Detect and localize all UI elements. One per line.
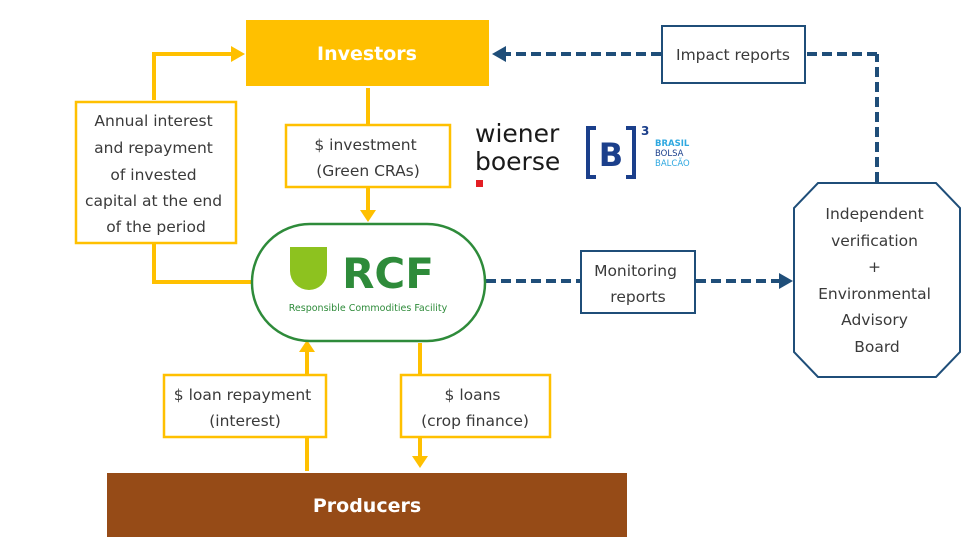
b3-line-bolsa: BOLSA: [655, 149, 684, 159]
annual-line-3: of invested: [110, 166, 196, 184]
b3-superscript: 3: [641, 124, 649, 138]
verification-node: Independent verification + Environmental…: [793, 182, 961, 378]
verification-line-6: Board: [854, 338, 900, 356]
annual-line-2: and repayment: [94, 139, 213, 157]
connector-verification-to-investors: [492, 46, 879, 182]
bracket-left-icon: [586, 126, 596, 179]
red-square-icon: [476, 180, 483, 187]
verification-line-1: Independent: [825, 205, 923, 223]
verification-line-2: verification: [831, 232, 918, 250]
verification-line-4: Environmental: [818, 285, 931, 303]
b3-line-brasil: BRASIL: [655, 139, 690, 149]
svg-text:Annual interest and repa: Annual interest and repayment of investe…: [85, 112, 227, 236]
monitoring-reports-box: Monitoring reports: [580, 250, 696, 314]
loan-repayment-box: $ loan repayment (interest): [162, 373, 328, 439]
connector-producers-to-rcf: [299, 340, 315, 471]
rcf-subtitle: Responsible Commodities Facility: [289, 303, 448, 314]
investment-box: $ investment (Green CRAs): [284, 123, 452, 189]
svg-text:$ loan repayment (intere: $ loan repayment (interest): [174, 386, 316, 430]
svg-text:Monitoring reports: Monitoring reports: [594, 262, 682, 306]
rcf-logo-text: RCF: [342, 249, 434, 298]
investors-node[interactable]: Investors: [246, 20, 489, 86]
svg-text:Independent verification: Independent verification + Environmental…: [818, 205, 936, 356]
annual-line-5: of the period: [106, 218, 206, 236]
investment-line-2: (Green CRAs): [316, 162, 420, 180]
investors-label: Investors: [317, 43, 417, 65]
wiener-boerse-line-2: boerse: [475, 147, 560, 176]
arrow-head-icon: [492, 46, 506, 62]
connector-rcf-to-annual: [152, 244, 251, 284]
annual-line-1: Annual interest: [94, 112, 212, 130]
loan-repayment-line-2: (interest): [209, 412, 281, 430]
svg-text:$ loans (crop finance): $ loans (crop finance): [421, 386, 529, 430]
wiener-boerse-logo: wiener boerse: [475, 119, 560, 187]
loan-repayment-line-1: $ loan repayment: [174, 386, 311, 404]
leaf-icon: [290, 247, 327, 290]
monitoring-line-2: reports: [610, 288, 665, 306]
bracket-right-icon: [626, 126, 636, 179]
verification-line-3: +: [868, 258, 881, 276]
b3-logo: B 3 BRASIL BOLSA BALCÃO: [586, 124, 690, 179]
loans-box: $ loans (crop finance): [399, 373, 552, 439]
monitoring-line-1: Monitoring: [594, 262, 677, 280]
annual-interest-box: Annual interest and repayment of investe…: [74, 100, 238, 245]
arrow-head-icon: [360, 210, 376, 222]
arrow-head-icon: [412, 456, 428, 468]
arrow-head-icon: [779, 273, 793, 289]
loans-line-1: $ loans: [445, 386, 501, 404]
arrow-head-icon: [231, 46, 245, 62]
b3-line-balcao: BALCÃO: [655, 158, 690, 169]
connector-rcf-to-producers: [412, 343, 428, 468]
wiener-boerse-line-1: wiener: [475, 119, 560, 148]
loans-line-2: (crop finance): [421, 412, 529, 430]
impact-reports-box: Impact reports: [661, 25, 806, 84]
connector-rcf-to-verification: [486, 273, 793, 289]
investment-line-1: $ investment: [314, 136, 416, 154]
impact-reports-label: Impact reports: [676, 46, 790, 64]
b3-letter: B: [599, 136, 623, 174]
connector-annual-to-investors: [152, 46, 245, 100]
rcf-node[interactable]: RCF Responsible Commodities Facility: [250, 222, 487, 343]
annual-line-4: capital at the end: [85, 192, 222, 210]
arrow-head-icon: [299, 340, 315, 352]
producers-label: Producers: [313, 495, 421, 517]
connector-investors-to-rcf: [360, 88, 376, 222]
svg-text:$ investment (Green CRAs: $ investment (Green CRAs): [314, 136, 421, 180]
producers-node[interactable]: Producers: [107, 473, 627, 537]
verification-line-5: Advisory: [841, 311, 908, 329]
